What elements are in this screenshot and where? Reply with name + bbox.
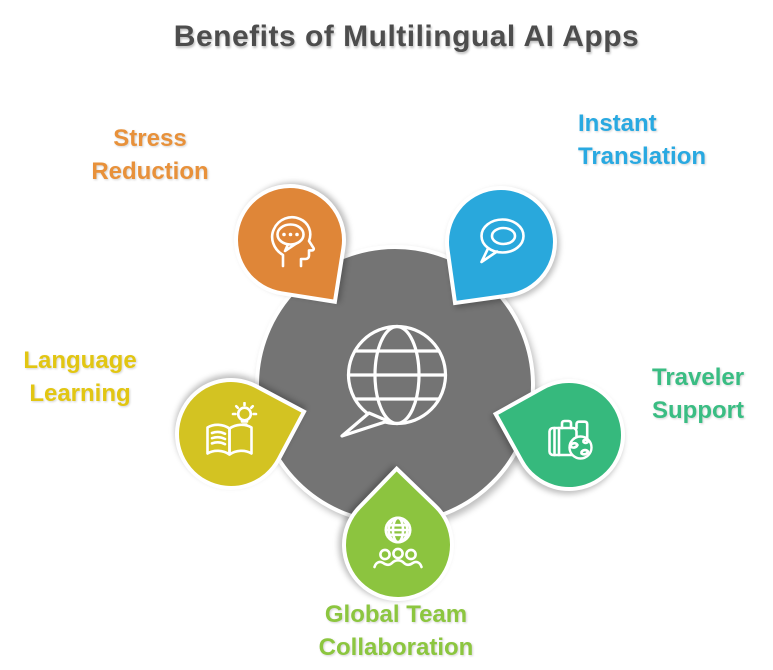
label-global-team-collaboration: Global Team Collaboration [296,598,496,664]
label-line: Language [23,347,137,374]
label-stress-reduction: Stress Reduction [55,122,245,188]
label-instant-translation: Instant Translation [578,107,706,173]
label-line: Collaboration [318,634,474,661]
label-line: Support [652,397,744,424]
head-with-speech-bubble-icon [258,208,322,272]
globe-people-icon [366,513,430,577]
label-line: Instant [578,110,657,137]
label-line: Translation [578,143,707,170]
label-language-learning: Language Learning [0,344,160,410]
speech-tail [340,411,390,438]
benefit-shape-instant-translation [437,178,565,306]
label-line: Stress [113,125,187,152]
benefit-shape-language-learning [155,358,307,510]
label-line: Traveler [652,364,745,391]
globe-speech-bubble-icon [333,318,457,442]
benefit-shape-traveler-support [492,358,646,512]
benefit-shape-global-team-collaboration [318,465,478,625]
speech-bubble-icon [469,210,533,274]
page-title: Benefits of Multilingual AI Apps [173,20,640,53]
label-line: Global Team [324,601,468,628]
suitcase-globe-icon [537,403,601,467]
label-line: Learning [29,380,131,407]
open-book-lightbulb-icon [199,402,263,466]
benefit-shape-stress-reduction [225,175,355,305]
label-traveler-support: Traveler Support [652,361,744,427]
label-line: Reduction [91,158,209,185]
